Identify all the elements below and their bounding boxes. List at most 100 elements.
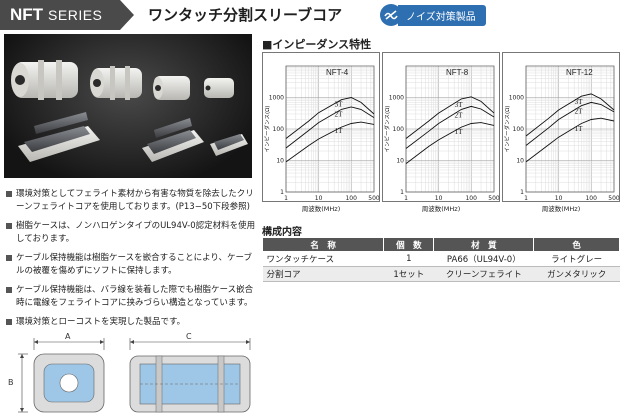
series-word: SERIES	[48, 7, 103, 23]
y-tick-label: 10	[516, 158, 524, 165]
series-code: NFT	[10, 5, 44, 24]
y-tick-label: 10	[396, 158, 404, 165]
y-tick-label: 1	[400, 189, 404, 196]
y-tick-label: 1000	[269, 95, 284, 102]
open-sleeve-large	[18, 112, 100, 162]
dimension-drawings: A B C	[6, 332, 256, 418]
x-tick-label: 1	[404, 195, 408, 202]
cell-material: クリーンフェライト	[433, 266, 534, 282]
cell-name: 分割コア	[262, 266, 384, 282]
series-label: 2T	[575, 108, 584, 116]
composition-table: 名 称 個 数 材 質 色 ワンタッチケース 1 PA66（UL94V-0） ラ…	[261, 237, 620, 282]
series-line-2t	[405, 105, 495, 149]
page-title: ワンタッチ分割スリーブコア	[148, 6, 343, 24]
table-row: 分割コア 1セット クリーンフェライト ガンメタリック	[262, 266, 620, 282]
closed-sleeve-mini	[204, 78, 234, 98]
x-tick-label: 500	[488, 195, 500, 202]
feature-item: ケーブル保持機能は、バラ線を装着した際でも樹脂ケース嵌合時に電線をフェライトコア…	[6, 284, 256, 310]
plot-area-border	[405, 65, 495, 193]
x-tick-label: 1	[524, 195, 528, 202]
y-tick-label: 100	[393, 126, 405, 133]
series-label: 3T	[455, 101, 464, 109]
open-sleeve-small	[210, 134, 248, 156]
feature-list: 環境対策としてフェライト素材から有害な物質を除去したクリーンフェライトコアを使用…	[6, 188, 256, 335]
chart-y-label: インピーダンス(Ω)	[383, 106, 391, 153]
y-tick-label: 1	[520, 189, 524, 196]
closed-sleeve-large	[11, 60, 78, 100]
cell-qty: 1セット	[383, 266, 434, 282]
y-tick-label: 1000	[389, 95, 404, 102]
x-tick-label: 100	[585, 195, 597, 202]
series-label: 2T	[455, 111, 464, 119]
table-row: ワンタッチケース 1 PA66（UL94V-0） ライトグレー	[262, 251, 620, 267]
y-tick-label: 1	[280, 189, 284, 196]
series-line-1t	[525, 117, 615, 163]
x-tick-label: 10	[555, 195, 563, 202]
series-line-1t	[405, 122, 495, 164]
composition-title: 構成内容	[262, 227, 302, 238]
feature-item: 樹脂ケースは、ノンハロゲンタイプのUL94V-0認定材料を使用しております。	[6, 220, 256, 246]
dimension-a-label: A	[65, 332, 71, 341]
x-tick-label: 10	[435, 195, 443, 202]
open-sleeve-medium	[142, 118, 204, 162]
series-line-2t	[525, 101, 615, 146]
series-line-3t	[285, 97, 375, 139]
table-header-row: 名 称 個 数 材 質 色	[261, 237, 620, 252]
closed-sleeve-medium	[90, 66, 142, 100]
chart-title: NFT-12	[566, 68, 593, 77]
cell-color: ライトグレー	[533, 251, 620, 267]
series-label: 2T	[335, 111, 344, 119]
y-tick-label: 100	[273, 126, 285, 133]
feature-item: ケーブル保持機能は樹脂ケースを嵌合することにより、ケーブルの被覆を傷めずにソフト…	[6, 252, 256, 278]
product-photo	[4, 34, 252, 178]
badge-label: ノイズ対策製品	[398, 4, 486, 26]
chart-x-label: 周波数(MHz)	[541, 205, 581, 213]
col-name-header: 名 称	[261, 237, 385, 252]
end-view-drawing	[18, 338, 105, 413]
plot-area-border	[285, 65, 375, 193]
header-arrow	[120, 0, 134, 30]
series-label: 3T	[575, 98, 584, 106]
x-tick-label: 100	[465, 195, 477, 202]
closed-sleeve-small	[153, 76, 190, 100]
x-tick-label: 1	[284, 195, 288, 202]
series-label: 1T	[455, 128, 464, 136]
chart-plot: 1 10 100 500 1 10 100 1000 NFT-8 インピーダンス(Ω) 1T 2T 3T	[383, 65, 500, 202]
series-label: 1T	[575, 125, 584, 133]
chart-x-label: 周波数(MHz)	[301, 205, 341, 213]
x-tick-label: 100	[345, 195, 357, 202]
chart-title: NFT-4	[326, 68, 349, 77]
feature-item: 環境対策とローコストを実現した製品です。	[6, 316, 256, 329]
x-tick-label: 500	[608, 195, 620, 202]
col-color-header: 色	[533, 237, 620, 252]
chart-y-label: インピーダンス(Ω)	[263, 106, 271, 153]
series-line-1t	[285, 121, 375, 163]
side-view-drawing	[129, 338, 251, 413]
y-tick-label: 1000	[509, 95, 524, 102]
col-qty-header: 個 数	[383, 237, 435, 252]
series-label: NFT SERIES	[0, 0, 120, 30]
series-label: 1T	[335, 127, 344, 135]
series-line-3t	[405, 96, 495, 139]
cell-color: ガンメタリック	[533, 266, 620, 282]
x-tick-label: 500	[368, 195, 380, 202]
chart-y-label: インピーダンス(Ω)	[503, 106, 511, 153]
feature-item: 環境対策としてフェライト素材から有害な物質を除去したクリーンフェライトコアを使用…	[6, 188, 256, 214]
noise-wave-icon	[380, 4, 402, 26]
cell-qty: 1	[383, 251, 434, 267]
x-tick-label: 10	[315, 195, 323, 202]
series-line-2t	[285, 106, 375, 149]
cell-material: PA66（UL94V-0）	[433, 251, 534, 267]
noise-product-badge: ノイズ対策製品	[380, 3, 486, 27]
cell-name: ワンタッチケース	[262, 251, 384, 267]
y-tick-label: 10	[276, 158, 284, 165]
series-line-3t	[525, 93, 615, 137]
chart-title: NFT-8	[446, 68, 469, 77]
series-header: NFT SERIES	[0, 0, 625, 30]
col-material-header: 材 質	[433, 237, 535, 252]
dimension-b-label: B	[8, 378, 14, 387]
